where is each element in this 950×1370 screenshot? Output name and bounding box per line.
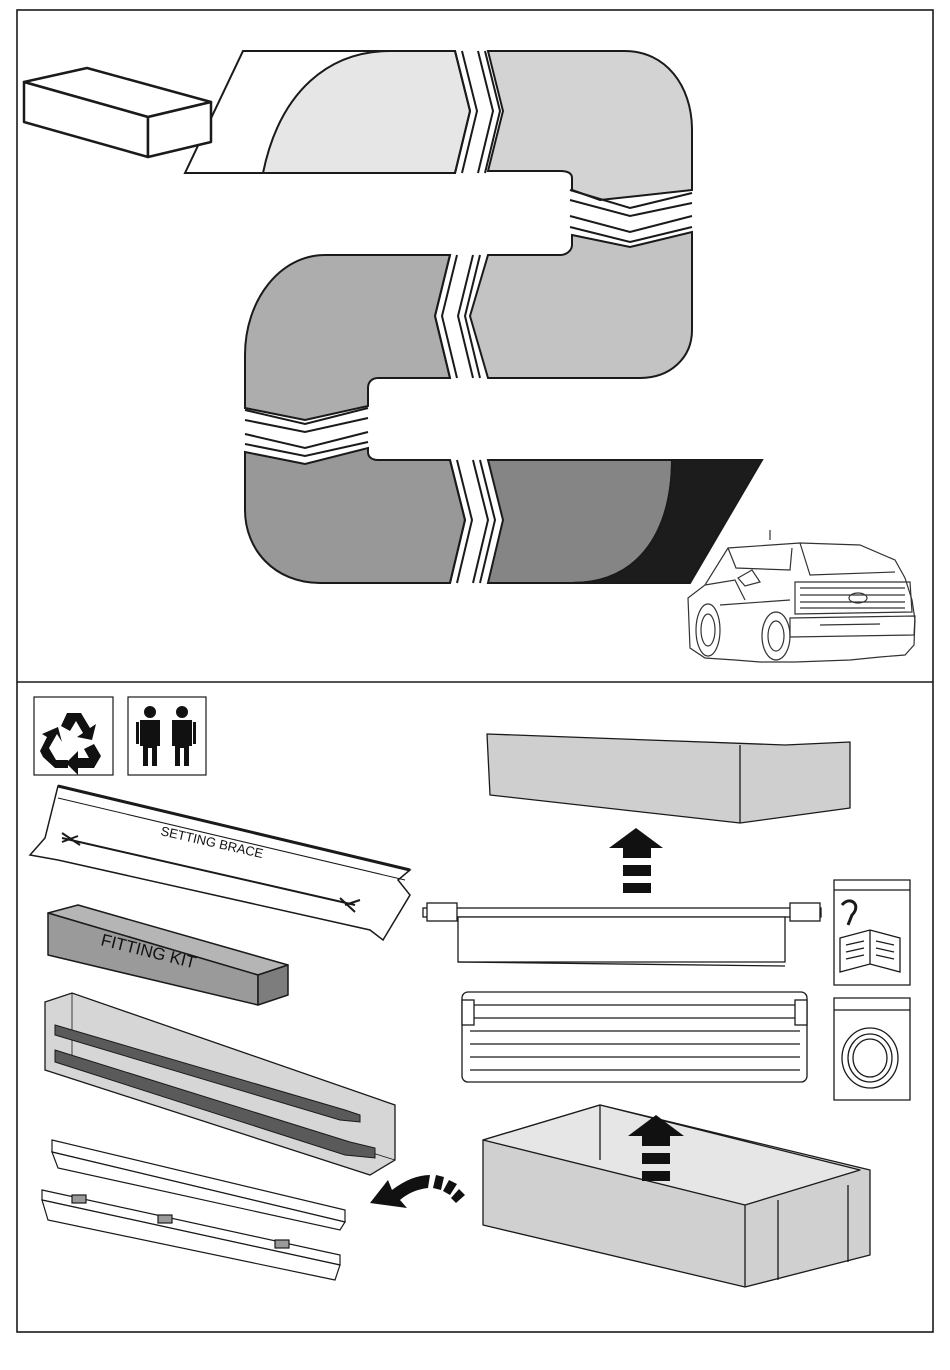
- road-curve-3: [470, 232, 692, 378]
- stripe-right-3: [570, 216, 692, 232]
- mounting-brackets: [42, 1140, 345, 1280]
- louvre-cover: [462, 992, 807, 1082]
- cable-coil-bag: [834, 998, 910, 1100]
- delivery-route-illustration: [24, 51, 915, 662]
- parts-bag-manual: [834, 880, 910, 985]
- road-curve-5: [245, 448, 465, 583]
- running-boards-package: [45, 993, 395, 1175]
- unpacking-instructions: SETTING BRACE FITTING KIT: [30, 697, 910, 1287]
- road-curve-2: [488, 51, 692, 200]
- mounting-rail: [423, 903, 821, 966]
- recycle-icon: [34, 697, 113, 775]
- two-person-icon: [128, 697, 206, 775]
- package-box: [24, 68, 211, 157]
- box-lid: [487, 734, 850, 823]
- page-frame: [17, 10, 933, 1332]
- road-curve-4: [245, 255, 450, 420]
- up-arrow-icon: [609, 828, 663, 893]
- fitting-kit-box: FITTING KIT: [48, 905, 288, 1005]
- pickup-truck-illustration: [688, 530, 915, 662]
- curved-arrow-icon: [370, 1175, 465, 1208]
